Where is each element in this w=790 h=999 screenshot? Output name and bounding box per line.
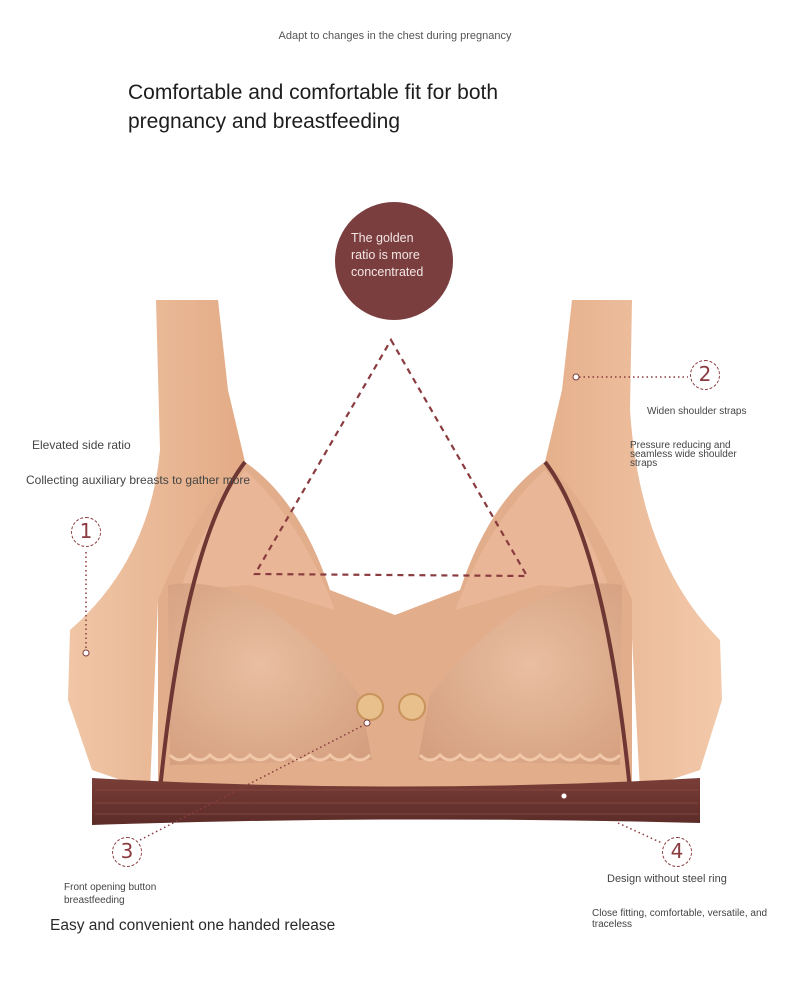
callout-2-title: Widen shoulder straps — [647, 406, 747, 417]
right-cup — [418, 583, 622, 765]
callout-2-desc-line-1: Pressure reducing and — [630, 440, 731, 451]
golden-ratio-line-1: The golden — [351, 231, 414, 245]
top-caption: Adapt to changes in the chest during pre… — [278, 30, 512, 42]
right-piping — [543, 460, 632, 791]
left-side-panel — [68, 300, 245, 790]
golden-triangle — [253, 337, 529, 578]
left-piping — [158, 460, 247, 791]
callout-1-number: 1 — [71, 517, 101, 547]
left-button — [356, 693, 384, 721]
callout-4-number: 4 — [662, 837, 692, 867]
callout-2-desc-line-3: straps — [630, 458, 658, 469]
callout-1-desc: Collecting auxiliary breasts to gather m… — [26, 473, 251, 487]
callout-3-title: Front opening button breastfeeding — [64, 881, 156, 907]
left-cup — [168, 583, 372, 765]
callout-3-line — [139, 724, 365, 841]
golden-ratio-line-3: concentrated — [351, 265, 424, 279]
callout-4-desc: Close fitting, comfortable, versatile, a… — [592, 908, 767, 930]
right-button — [398, 693, 426, 721]
golden-ratio-text: The golden ratio is more concentrated — [335, 230, 453, 281]
callout-4-line — [617, 822, 663, 844]
callout-1-title: Elevated side ratio — [32, 438, 131, 452]
callout-3-title-line-2: breastfeeding — [64, 895, 125, 906]
headline-line-1: Comfortable and comfortable fit for both — [128, 81, 499, 104]
left-scallop — [168, 752, 372, 762]
callout-2-desc-line-2: seamless wide shoulder — [630, 449, 737, 460]
callout-3-desc: Easy and convenient one handed release — [50, 917, 336, 934]
page-headline: Comfortable and comfortable fit for both… — [128, 78, 648, 136]
right-lace-panel — [455, 470, 610, 610]
golden-ratio-line-2: ratio is more — [351, 248, 420, 262]
callout-4-desc-line-1: Close fitting, comfortable, versatile, a… — [592, 908, 768, 919]
left-lace-panel — [180, 470, 335, 610]
right-scallop — [418, 752, 622, 762]
callout-2-desc: Pressure reducing and seamless wide shou… — [630, 440, 737, 469]
callout-3-title-line-1: Front opening button — [64, 882, 157, 893]
callout-4-desc-line-2: traceless — [592, 919, 633, 930]
callout-3-number: 3 — [112, 837, 142, 867]
callout-4-title: Design without steel ring — [607, 873, 727, 885]
right-side-panel — [545, 300, 722, 790]
headline-line-2: pregnancy and breastfeeding — [128, 110, 401, 133]
callout-2-number: 2 — [690, 360, 720, 390]
golden-ratio-badge — [335, 202, 453, 320]
